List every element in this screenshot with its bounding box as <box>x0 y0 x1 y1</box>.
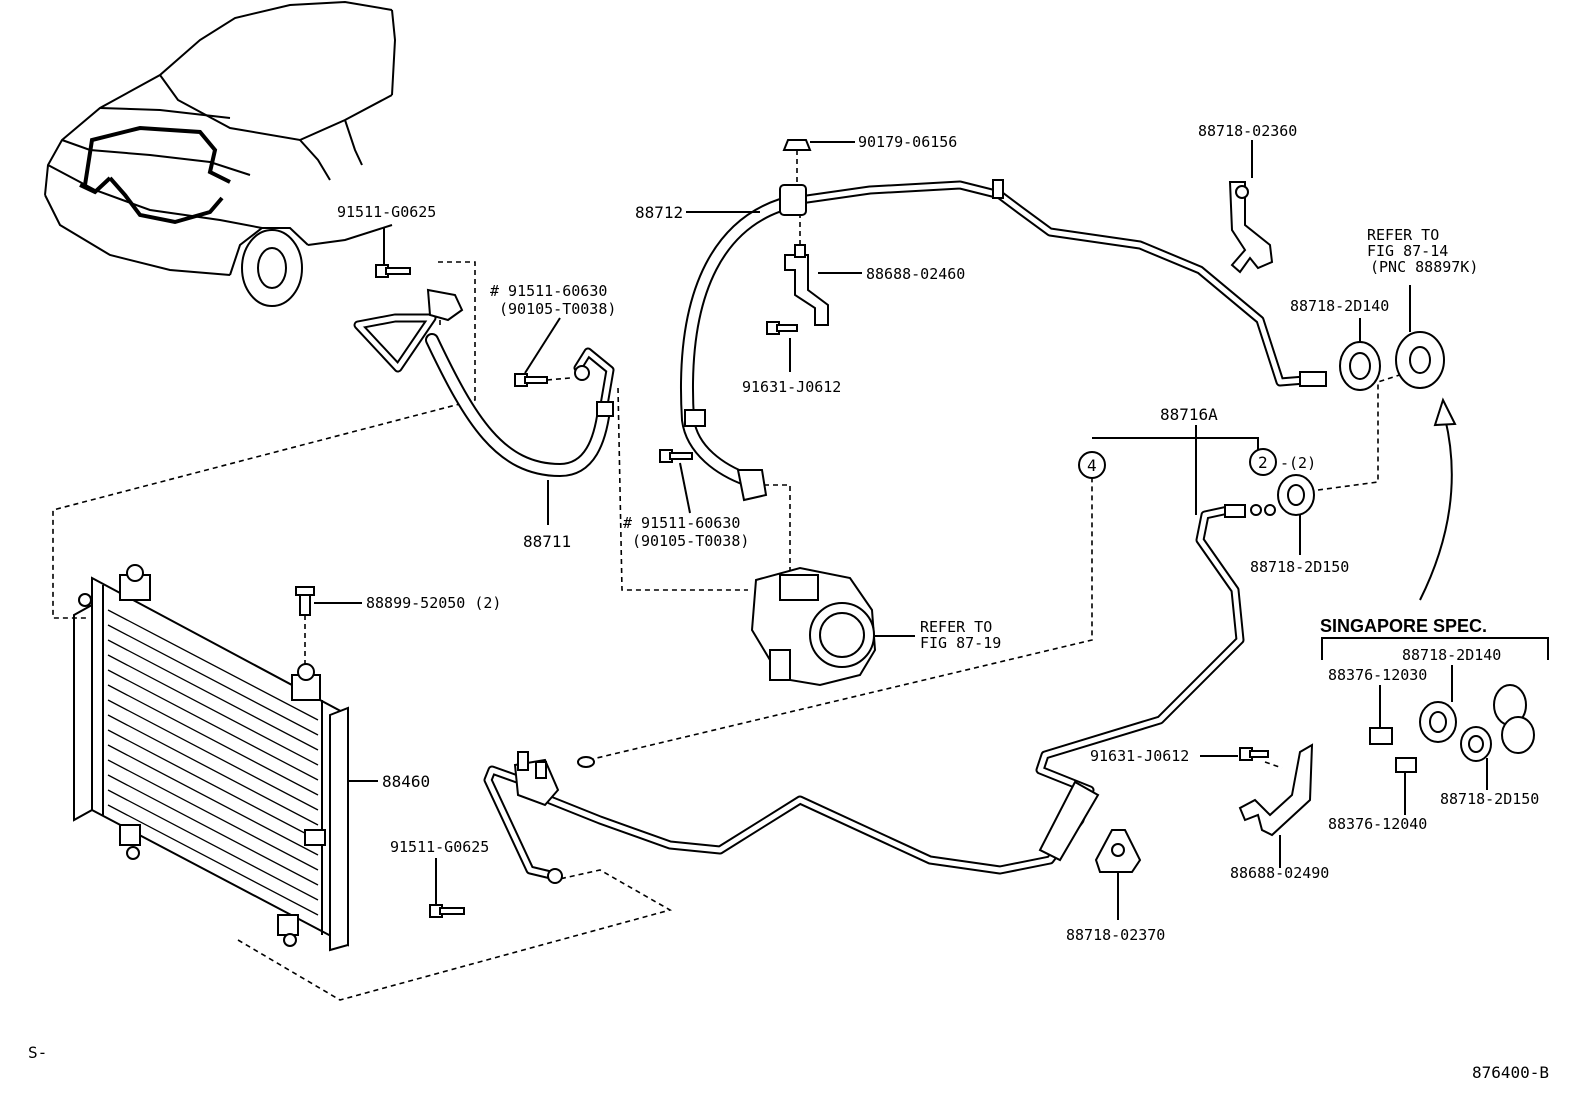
marker-4-circle <box>1078 451 1106 479</box>
marker-2-label: 2 <box>1258 453 1268 472</box>
bolt-91511-60630-a <box>514 373 548 387</box>
footer-figure-code: 876400-B <box>1472 1063 1549 1082</box>
bolt-91511-60630-b <box>659 449 693 463</box>
label-88718-02370: 88718-02370 <box>1066 926 1165 944</box>
label-88718-2d150-singapore: 88718-2D150 <box>1440 790 1539 808</box>
marker-4-label: 4 <box>1087 456 1097 475</box>
bracket-88688-02460 <box>784 244 829 326</box>
label-91511-g0625-top: 91511-G0625 <box>337 203 436 221</box>
label-refer-fig-87-14-line3: (PNC 88897K) <box>1370 258 1478 276</box>
label-88718-2d140-singapore: 88718-2D140 <box>1402 646 1501 664</box>
label-88718-2d140-top: 88718-2D140 <box>1290 297 1389 315</box>
label-88711: 88711 <box>523 532 571 551</box>
label-91511-60630-a: # 91511-60630 <box>490 282 607 300</box>
cap-88718-2d150-top <box>1277 474 1315 516</box>
hose-88711 <box>353 288 615 477</box>
label-88460: 88460 <box>382 772 430 791</box>
bracket-88718-02360 <box>1228 181 1274 274</box>
bolt-91511-g0625-bottom <box>429 904 465 918</box>
label-88712: 88712 <box>635 203 683 222</box>
bracket-88688-02490 <box>1238 743 1314 837</box>
label-91511-g0625-bottom: 91511-G0625 <box>390 838 489 856</box>
label-90179-06156: 90179-06156 <box>858 133 957 151</box>
pipe-88716a <box>483 504 1246 884</box>
label-91631-j0612-bottom: 91631-J0612 <box>1090 747 1189 765</box>
hose-88712 <box>680 179 1327 502</box>
label-91631-j0612-top: 91631-J0612 <box>742 378 841 396</box>
bolt-91631-j0612-bottom <box>1239 747 1269 761</box>
label-88718-2d150-top: 88718-2D150 <box>1250 558 1349 576</box>
label-88688-02490: 88688-02490 <box>1230 864 1329 882</box>
label-90105-t0038-b: (90105-T0038) <box>632 532 749 550</box>
label-91511-60630-b: # 91511-60630 <box>623 514 740 532</box>
marker-2-qty: -(2) <box>1280 454 1316 472</box>
singapore-spec-header: SINGAPORE SPEC. <box>1320 616 1487 636</box>
label-88716a: 88716A <box>1160 405 1218 424</box>
footer-left-code: S- <box>28 1043 47 1062</box>
label-88718-02360: 88718-02360 <box>1198 122 1297 140</box>
bolt-88899-52050 <box>295 586 315 616</box>
compressor <box>750 566 877 687</box>
label-88899-52050: 88899-52050 (2) <box>366 594 501 612</box>
label-88376-12040: 88376-12040 <box>1328 815 1427 833</box>
bolt-91631-j0612-top <box>766 321 798 335</box>
condenser-88460 <box>73 564 349 952</box>
label-88688-02460: 88688-02460 <box>866 265 965 283</box>
singapore-spec-group <box>1321 637 1549 773</box>
cap-pnc-88897k <box>1395 331 1445 389</box>
marker-2-circle <box>1249 448 1277 476</box>
label-refer-fig-87-14-line1: REFER TO <box>1367 226 1439 244</box>
cap-88718-2d140 <box>1339 341 1381 391</box>
label-refer-fig-87-19-line1: REFER TO <box>920 618 992 636</box>
clamp-88718-02370 <box>1094 829 1142 873</box>
label-88376-12030: 88376-12030 <box>1328 666 1427 684</box>
label-refer-fig-87-14-line2: FIG 87-14 <box>1367 242 1448 260</box>
label-90105-t0038-a: (90105-T0038) <box>499 300 616 318</box>
bolt-91511-g0625-top <box>375 264 411 278</box>
nut-90179-06156 <box>782 139 812 151</box>
vehicle-locator-illustration <box>44 0 397 307</box>
label-refer-fig-87-19-line2: FIG 87-19 <box>920 634 1001 652</box>
